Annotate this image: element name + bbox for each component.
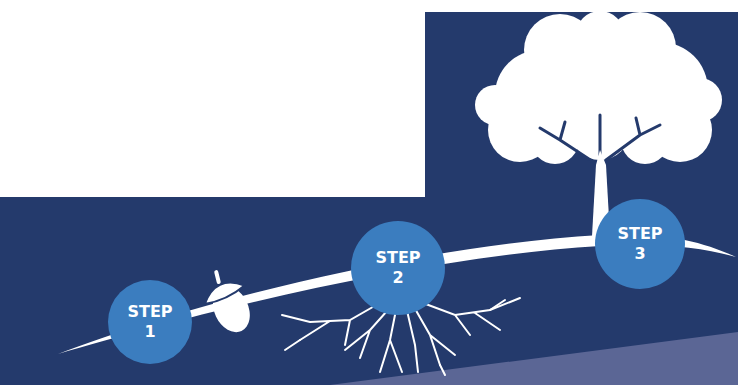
ground-band	[330, 332, 738, 385]
tree-canopy	[475, 11, 722, 164]
step-label: STEP 2	[372, 248, 424, 288]
step-circle: STEP 1	[108, 280, 192, 364]
acorn	[195, 264, 262, 341]
background-panel	[0, 12, 738, 385]
step-circle: STEP 3	[595, 199, 685, 289]
step-label: STEP 1	[124, 302, 176, 342]
step-circle: STEP 2	[351, 221, 445, 315]
step-label: STEP 3	[614, 224, 666, 264]
